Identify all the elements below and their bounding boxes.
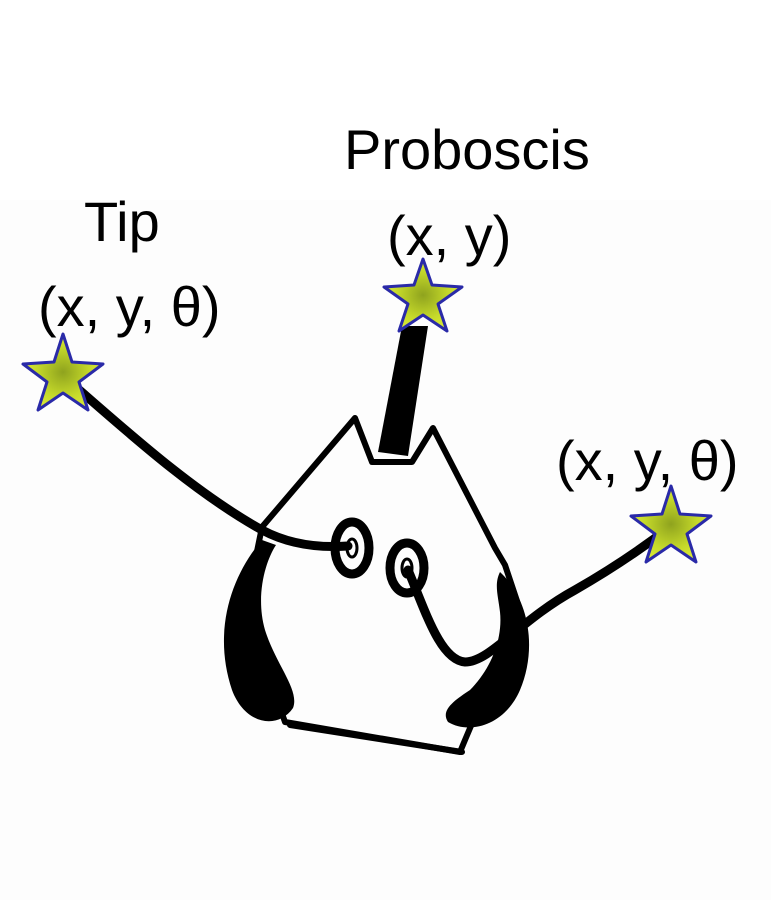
right-tip-coordinates-label: (x, y, θ) — [556, 429, 739, 492]
left-tip-star-icon — [21, 332, 105, 412]
proboscis-coordinates-label: (x, y) — [387, 204, 512, 267]
proboscis-star-icon — [382, 257, 464, 333]
proboscis-label: Proboscis — [344, 118, 590, 181]
right-antenna-line — [403, 522, 675, 667]
tip-coordinates-label: (x, y, θ) — [38, 275, 221, 338]
right-eye — [385, 538, 429, 598]
head-outline — [242, 415, 523, 755]
tip-label: Tip — [84, 190, 160, 253]
right-tip-star-icon — [629, 484, 713, 564]
left-eye — [330, 517, 374, 579]
left-antenna-line — [57, 370, 353, 552]
right-cheek-shape — [445, 572, 530, 728]
proboscis-shape — [378, 326, 428, 456]
left-cheek-shape — [223, 540, 295, 722]
